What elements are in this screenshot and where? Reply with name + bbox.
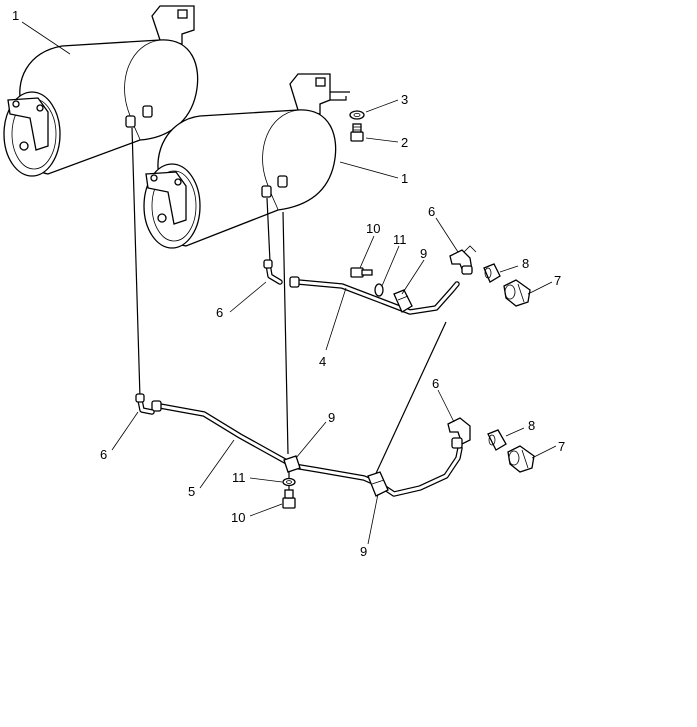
elbow-part-6-left — [135, 393, 155, 415]
callout-bolt-2: 2 — [401, 135, 408, 150]
leader-lines — [21, 21, 557, 545]
tube-part-5 — [151, 400, 463, 497]
callout-elbow-6-left: 6 — [100, 447, 107, 462]
washer-part-11-bottom — [282, 477, 296, 487]
bolt-part-10-top — [350, 267, 373, 278]
callout-elbow-6-top: 6 — [428, 204, 435, 219]
callout-clamp-9-bottom: 9 — [360, 544, 367, 559]
elbow-part-6-top — [449, 245, 477, 275]
callout-bolt-10-bottom: 10 — [231, 510, 245, 525]
callout-clamp-9-top: 9 — [420, 246, 427, 261]
bolt-part-10-bottom — [282, 489, 296, 509]
fitting-part-8-top — [483, 263, 501, 283]
elbow-part-6-lower-right — [447, 417, 471, 449]
washer-part-3 — [349, 110, 365, 120]
fitting-part-7-top — [503, 279, 531, 307]
callout-fitting-7-bottom: 7 — [558, 439, 565, 454]
fitting-part-7-bottom — [507, 445, 535, 473]
callout-tube-4: 4 — [319, 354, 326, 369]
callout-tube-5: 5 — [188, 484, 195, 499]
callout-tank-right: 1 — [401, 171, 408, 186]
air-tank-left — [3, 5, 199, 177]
callout-washer-11-bottom: 11 — [232, 470, 246, 485]
callout-elbow-6-lower-right: 6 — [432, 376, 439, 391]
callout-fitting-8-bottom: 8 — [528, 418, 535, 433]
tube-part-4 — [289, 276, 460, 315]
callout-fitting-8-top: 8 — [522, 256, 529, 271]
clamp-part-9-bottom — [367, 471, 389, 497]
fitting-part-8-bottom — [487, 429, 507, 451]
callout-clamp-9-mid: 9 — [328, 410, 335, 425]
clamp-part-9-mid — [283, 455, 301, 473]
installation-lines — [131, 127, 447, 496]
clamp-part-9-top — [393, 289, 413, 313]
callout-washer-11-top: 11 — [393, 232, 407, 247]
washer-part-11-top — [374, 283, 384, 297]
bolt-part-2 — [350, 123, 364, 142]
callout-fitting-7-top: 7 — [554, 273, 561, 288]
elbow-part-6-mid — [263, 259, 283, 285]
callout-elbow-6-mid: 6 — [216, 305, 223, 320]
callout-bolt-10-top: 10 — [366, 221, 380, 236]
air-tank-right — [143, 73, 350, 249]
callout-tank-left: 1 — [12, 8, 19, 23]
callout-labels: 1 3 2 1 6 10 11 9 8 7 6 4 6 9 8 7 6 11 5… — [12, 8, 565, 559]
callout-washer-3: 3 — [401, 92, 408, 107]
